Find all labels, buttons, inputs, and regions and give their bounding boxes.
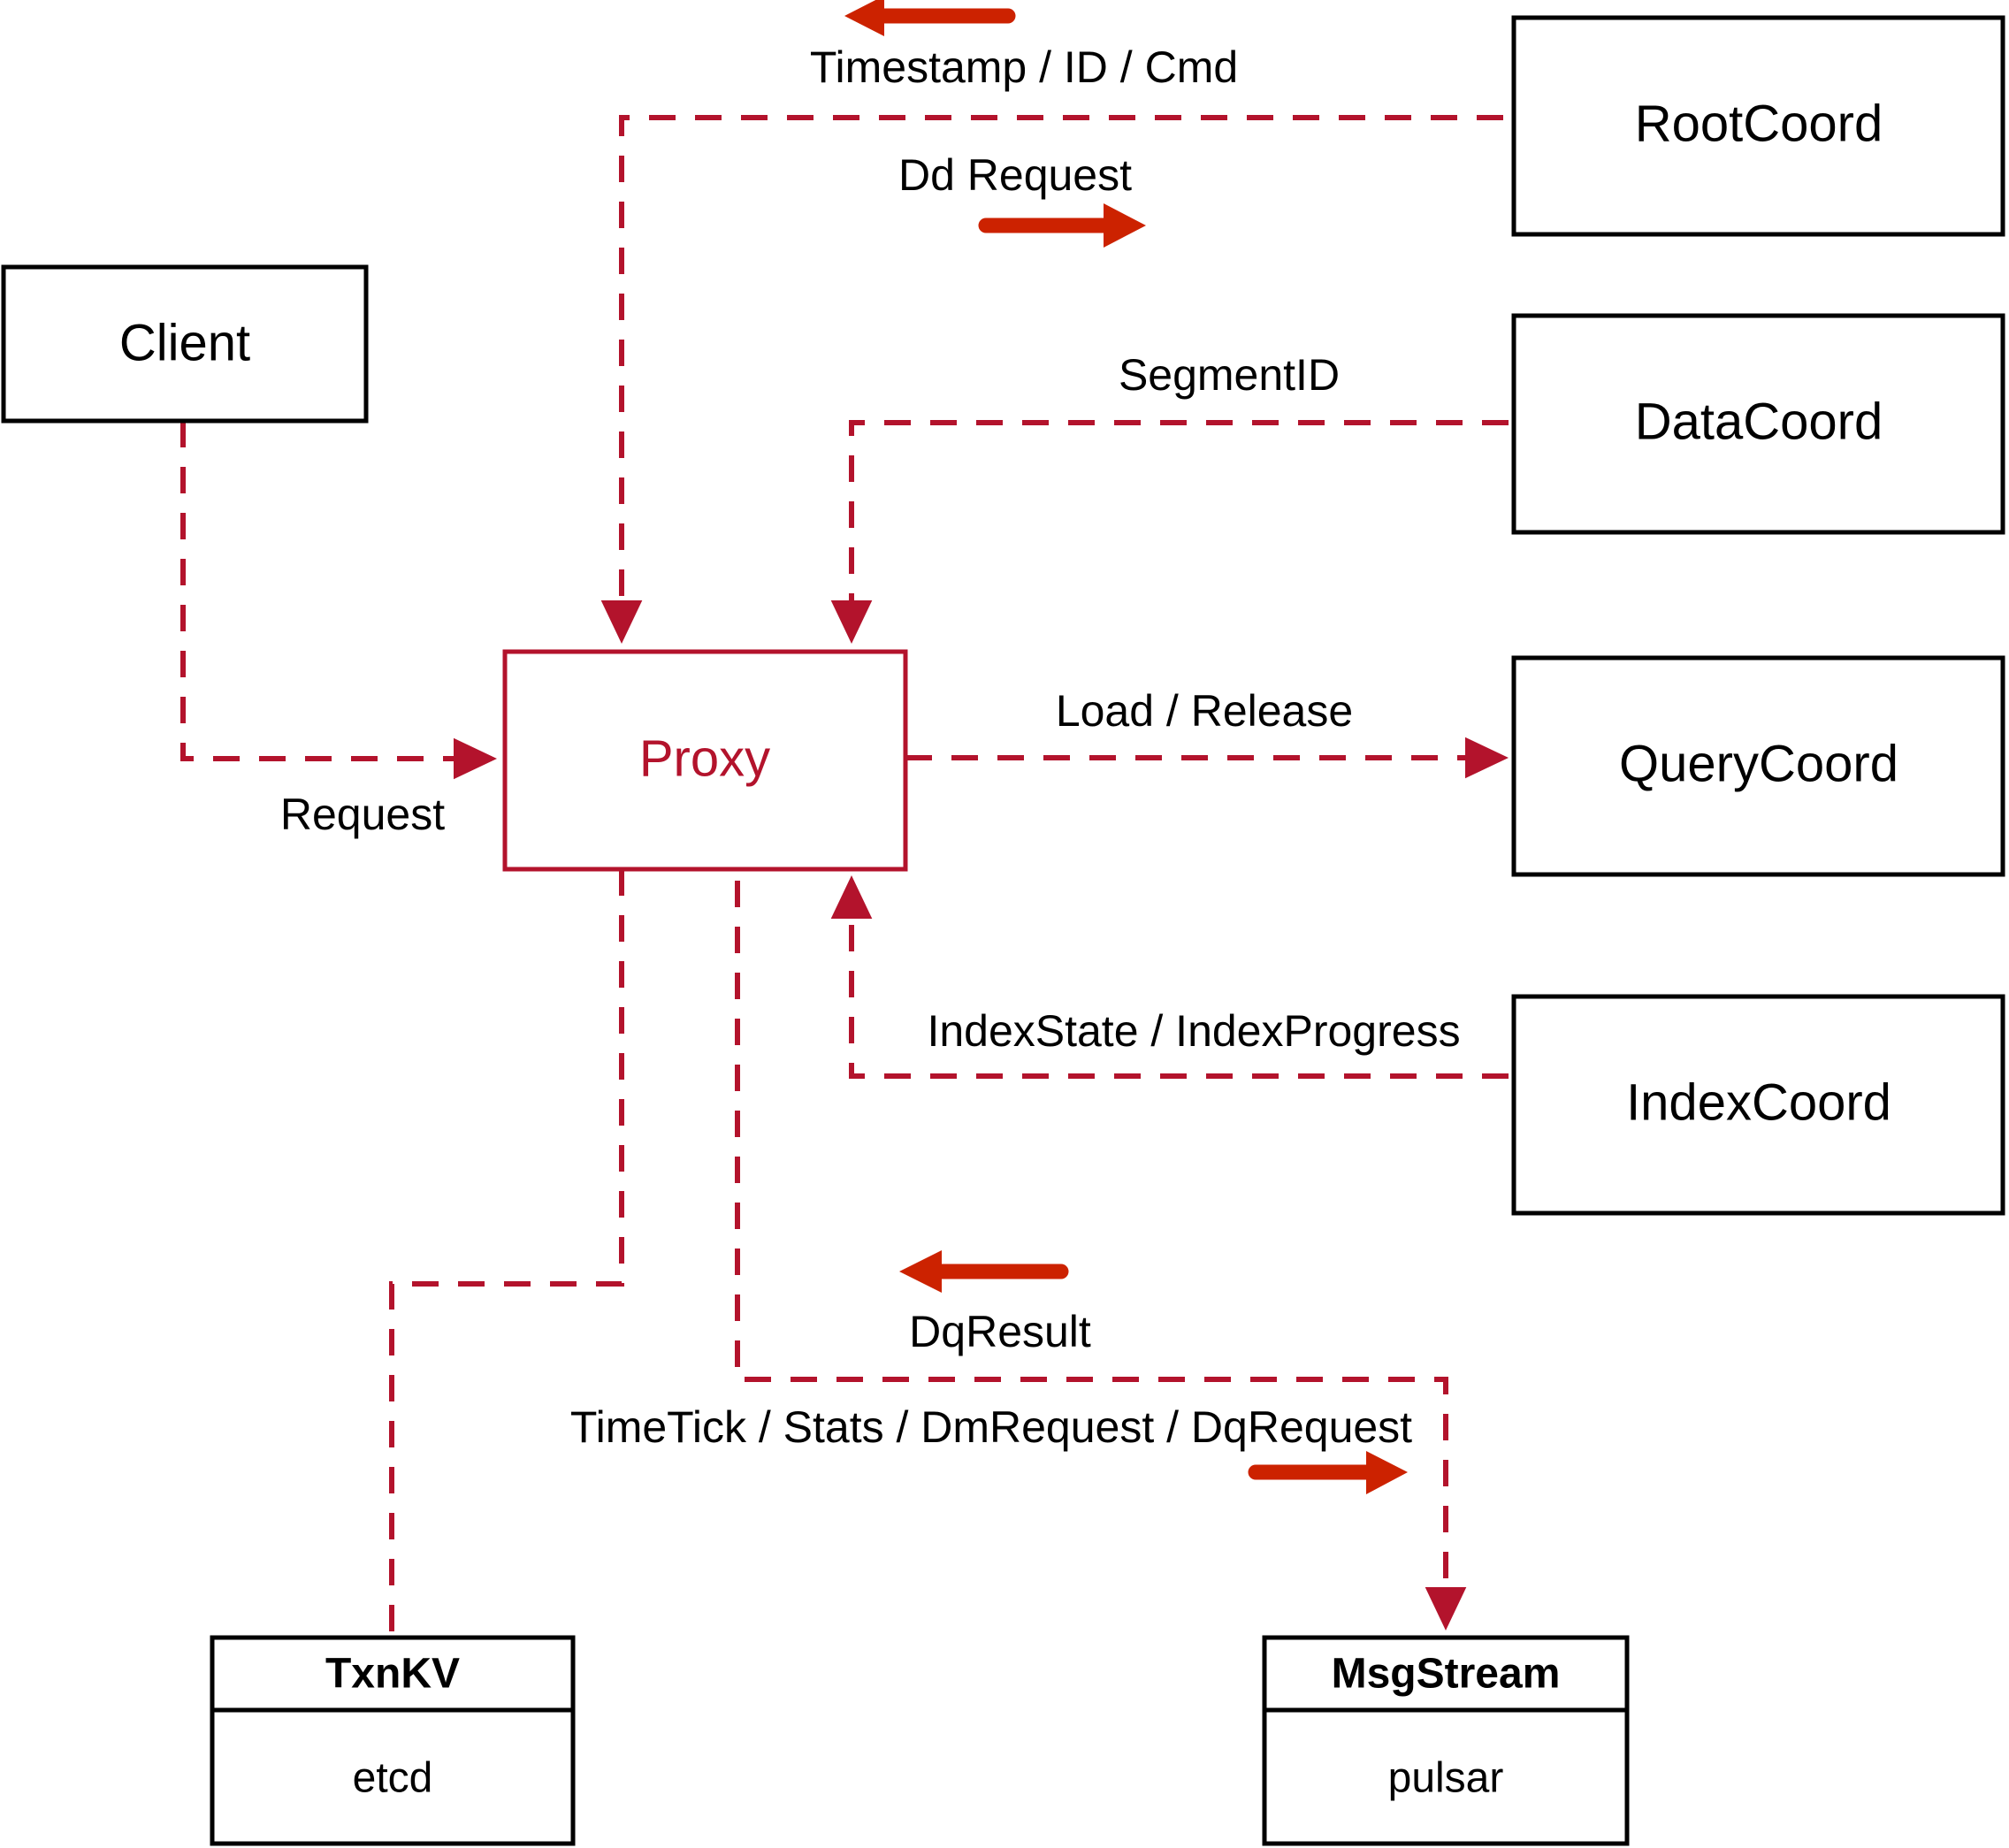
- node-msgstream[interactable]: MsgStream pulsar: [1262, 1635, 1630, 1846]
- node-txnkv[interactable]: TxnKV etcd: [210, 1635, 576, 1846]
- node-msgstream-label: MsgStream: [1332, 1651, 1561, 1698]
- direction-arrow-dd-request: [978, 203, 1146, 248]
- edge-dd-request: [600, 115, 1503, 645]
- edge-index-state: [830, 874, 1509, 1079]
- direction-arrow-timestamp: [844, 0, 1016, 36]
- edge-label-load-release: Load / Release: [1056, 686, 1353, 736]
- node-indexcoord[interactable]: IndexCoord: [1511, 994, 2005, 1216]
- node-proxy-label: Proxy: [639, 729, 770, 787]
- node-proxy[interactable]: Proxy: [502, 649, 908, 872]
- node-querycoord[interactable]: QueryCoord: [1511, 655, 2005, 877]
- node-querycoord-label: QueryCoord: [1619, 735, 1898, 792]
- edge-label-dq-result: DqResult: [909, 1307, 1091, 1356]
- node-client[interactable]: Client: [1, 264, 369, 424]
- node-datacoord-label: DataCoord: [1635, 393, 1883, 450]
- edge-request: [180, 421, 498, 780]
- node-client-label: Client: [119, 314, 250, 371]
- direction-arrow-timetick: [1248, 1451, 1408, 1494]
- node-txnkv-sublabel: etcd: [353, 1755, 433, 1802]
- node-indexcoord-label: IndexCoord: [1626, 1073, 1891, 1131]
- edge-label-dd-request: Dd Request: [898, 150, 1132, 200]
- edge-timetick-stats: [735, 881, 1467, 1631]
- edge-label-timetick-stats: TimeTick / Stats / DmRequest / DqRequest: [570, 1402, 1412, 1452]
- node-msgstream-sublabel: pulsar: [1388, 1755, 1504, 1802]
- edge-label-request: Request: [280, 790, 445, 839]
- edge-label-timestamp-id-cmd: Timestamp / ID / Cmd: [810, 42, 1238, 92]
- edge-label-index-state: IndexState / IndexProgress: [927, 1006, 1460, 1056]
- edge-segment-id: [830, 420, 1509, 645]
- node-txnkv-label: TxnKV: [325, 1651, 460, 1698]
- node-datacoord[interactable]: DataCoord: [1511, 313, 2005, 535]
- edge-label-segment-id: SegmentID: [1119, 350, 1340, 400]
- node-rootcoord-label: RootCoord: [1635, 95, 1883, 152]
- node-rootcoord[interactable]: RootCoord: [1511, 15, 2005, 237]
- edge-txnkv-link: [389, 869, 624, 1636]
- direction-arrow-dq-result: [899, 1250, 1069, 1293]
